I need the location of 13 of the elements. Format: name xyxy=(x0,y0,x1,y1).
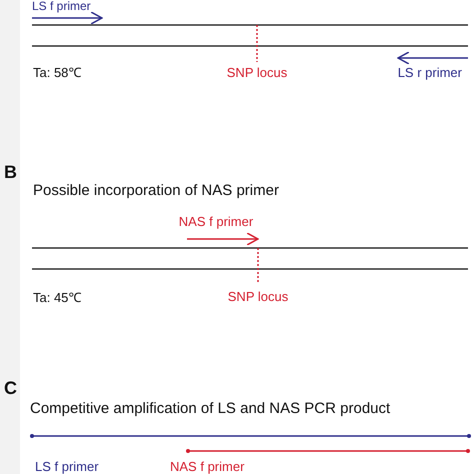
primer-label: LS f primer xyxy=(32,0,91,12)
panel-title: Possible incorporation of NAS primer xyxy=(33,183,279,198)
panel-letter: C xyxy=(4,379,17,397)
primer-label: LS f primer xyxy=(35,460,99,473)
annealing-temperature: Ta: 45℃ xyxy=(33,291,82,304)
panel-letter: B xyxy=(4,163,17,181)
snp-label: SNP locus xyxy=(228,290,288,303)
panel-title: Competitive amplification of LS and NAS PCR product xyxy=(30,401,390,416)
snp-label: SNP locus xyxy=(226,66,288,79)
annealing-temperature: Ta: 58℃ xyxy=(33,66,82,79)
primer-label: LS r primer xyxy=(398,66,462,79)
primer-label: NAS f primer xyxy=(170,460,244,473)
primer-label: NAS f primer xyxy=(178,215,254,228)
